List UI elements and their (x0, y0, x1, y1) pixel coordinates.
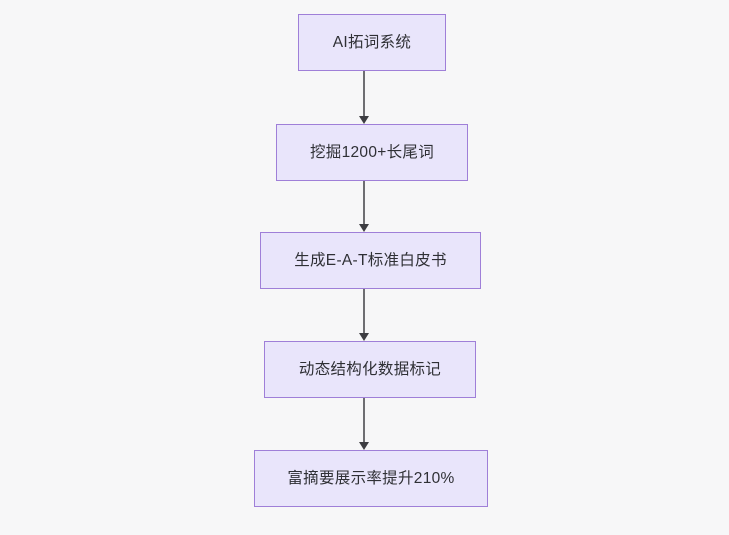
arrowhead-down-icon (359, 442, 369, 450)
arrowhead-down-icon (359, 224, 369, 232)
arrow-connector-4 (357, 398, 371, 450)
flow-node-structured-data-markup[interactable]: 动态结构化数据标记 (264, 341, 476, 398)
flow-node-ai-keyword-system[interactable]: AI拓词系统 (298, 14, 446, 71)
arrowhead-down-icon (359, 333, 369, 341)
flow-node-label: AI拓词系统 (332, 33, 412, 51)
flow-node-label: 生成E-A-T标准白皮书 (294, 251, 447, 269)
arrow-connector-1 (357, 71, 371, 124)
arrowhead-down-icon (359, 116, 369, 124)
flow-node-label: 富摘要展示率提升210% (287, 469, 455, 487)
arrow-stem (363, 398, 365, 443)
flow-node-label: 挖掘1200+长尾词 (309, 143, 435, 161)
flow-node-longtail-mining[interactable]: 挖掘1200+长尾词 (276, 124, 468, 181)
flow-node-eat-whitepaper[interactable]: 生成E-A-T标准白皮书 (260, 232, 481, 289)
arrow-connector-2 (357, 181, 371, 232)
arrow-stem (363, 181, 365, 225)
arrow-stem (363, 289, 365, 334)
arrow-stem (363, 71, 365, 117)
arrow-connector-3 (357, 289, 371, 341)
flow-node-rich-snippet-result[interactable]: 富摘要展示率提升210% (254, 450, 488, 507)
flow-node-label: 动态结构化数据标记 (298, 360, 442, 378)
